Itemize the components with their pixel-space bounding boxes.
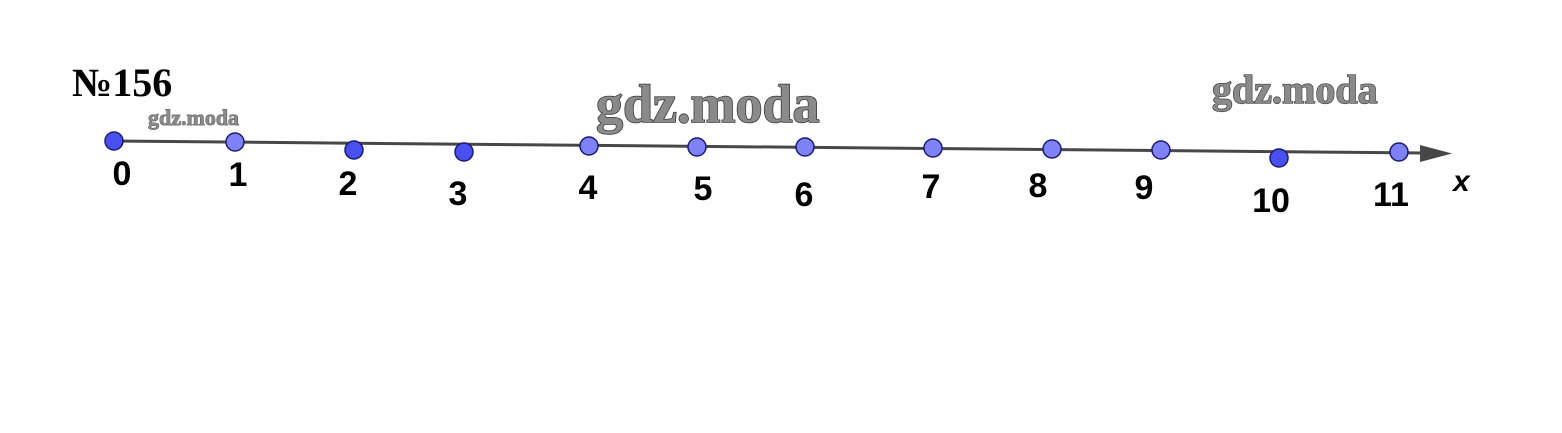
problem-number: №156 (72, 60, 172, 105)
point-label-5: 5 (694, 170, 713, 208)
point-label-1: 1 (229, 156, 248, 194)
number-line-axis (113, 139, 1425, 155)
point-11 (1389, 142, 1409, 162)
point-7 (923, 138, 943, 158)
point-label-3: 3 (449, 175, 468, 213)
point-label-10: 10 (1252, 182, 1290, 220)
watermark-large: gdz.moda (596, 74, 820, 134)
point-label-4: 4 (579, 169, 598, 207)
point-label-2: 2 (339, 165, 358, 203)
axis-arrow-icon (1420, 145, 1452, 162)
point-10 (1269, 148, 1289, 168)
point-2 (344, 140, 364, 160)
watermark-medium: gdz.moda (1212, 67, 1378, 112)
point-0 (104, 131, 124, 151)
point-label-6: 6 (795, 176, 814, 214)
point-8 (1042, 139, 1062, 159)
point-label-8: 8 (1029, 167, 1048, 205)
point-6 (795, 137, 815, 157)
point-label-9: 9 (1135, 169, 1154, 207)
point-label-11: 11 (1373, 176, 1409, 214)
point-3 (454, 142, 474, 162)
point-4 (579, 136, 599, 156)
point-label-7: 7 (922, 168, 941, 206)
point-1 (225, 132, 245, 152)
point-label-0: 0 (113, 155, 132, 193)
point-9 (1151, 140, 1171, 160)
point-labels-layer: 0 1 2 3 4 5 6 7 8 9 10 11 (113, 155, 1409, 220)
axis-label-x: x (1451, 165, 1471, 198)
watermark-small: gdz.moda (148, 105, 239, 130)
points-layer (104, 131, 1409, 168)
point-5 (687, 137, 707, 157)
